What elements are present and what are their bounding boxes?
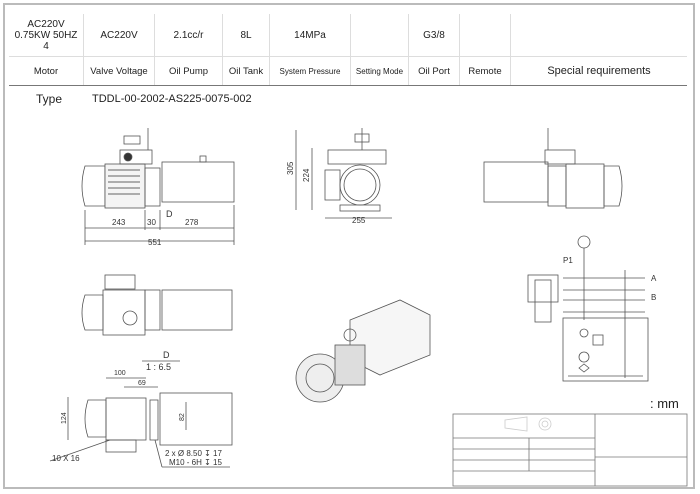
oil-port-value: G3/8 [408, 14, 460, 57]
detail-scale: 1 : 6.5 [146, 362, 171, 372]
dim-255: 255 [352, 216, 366, 225]
setting-mode-label: Setting Mode [350, 56, 409, 86]
isometric-view [295, 299, 431, 403]
rear-view [483, 128, 623, 209]
port-a: A [651, 274, 657, 283]
remote-label: Remote [459, 56, 511, 86]
oil-pump-value: 2.1cc/r [154, 14, 223, 57]
setting-mode-value [350, 14, 409, 57]
motor-value: AC220V 0.75KW 50HZ 4 [9, 14, 84, 57]
spec-values-row: AC220V 0.75KW 50HZ 4 AC220V 2.1cc/r 8L 1… [9, 14, 687, 57]
title-block [452, 413, 688, 487]
note-10x16: 10 X 16 [52, 454, 80, 463]
end-view: 305 224 255 [286, 128, 392, 225]
valve-voltage-label: Valve Voltage [83, 56, 155, 86]
system-pressure-value: 14MPa [269, 14, 351, 57]
type-value: TDDL-00-2002-AS225-0075-002 [92, 93, 252, 105]
unit-label: : mm [650, 396, 679, 411]
drawing-frame [3, 3, 695, 489]
detail-title: D [163, 350, 170, 360]
dim-124: 124 [61, 412, 68, 424]
dim-30: 30 [147, 218, 156, 227]
note-thread: M10 - 6H ↧ 15 [169, 458, 222, 467]
oil-tank-value: 8L [222, 14, 270, 57]
top-view [81, 274, 233, 336]
port-b: B [651, 293, 656, 302]
spec-labels-row: Motor Valve Voltage Oil Pump Oil Tank Sy… [9, 56, 687, 86]
valve-voltage-value: AC220V [83, 14, 155, 57]
dim-100: 100 [114, 370, 126, 377]
hydraulic-schematic: P1 A B [527, 235, 657, 382]
type-label: Type [36, 92, 63, 106]
view-marker-d: D [166, 209, 173, 219]
dim-82: 82 [179, 413, 186, 421]
oil-tank-label: Oil Tank [222, 56, 270, 86]
detail-view: D 1 : 6.5 100 69 124 82 10 X 16 2 x Ø 8.… [49, 350, 233, 468]
spec-table: AC220V 0.75KW 50HZ 4 AC220V 2.1cc/r 8L 1… [9, 14, 687, 86]
system-pressure-label: System Pressure [269, 56, 351, 86]
dim-243: 243 [112, 218, 126, 227]
side-view: 243 30 278 551 D [81, 128, 235, 247]
oil-port-label: Oil Port [408, 56, 460, 86]
dim-551: 551 [148, 238, 162, 247]
motor-label: Motor [9, 56, 84, 86]
special-requirements-value [510, 14, 687, 57]
special-requirements-label: Special requirements [510, 56, 687, 86]
port-p1: P1 [563, 256, 573, 265]
dim-278: 278 [185, 218, 199, 227]
remote-value [459, 14, 511, 57]
dim-224: 224 [302, 168, 311, 182]
projection-symbol [504, 416, 552, 432]
oil-pump-label: Oil Pump [154, 56, 223, 86]
dim-69: 69 [138, 380, 146, 387]
dim-305: 305 [286, 161, 295, 175]
note-holes: 2 x Ø 8.50 ↧ 17 [165, 449, 223, 458]
